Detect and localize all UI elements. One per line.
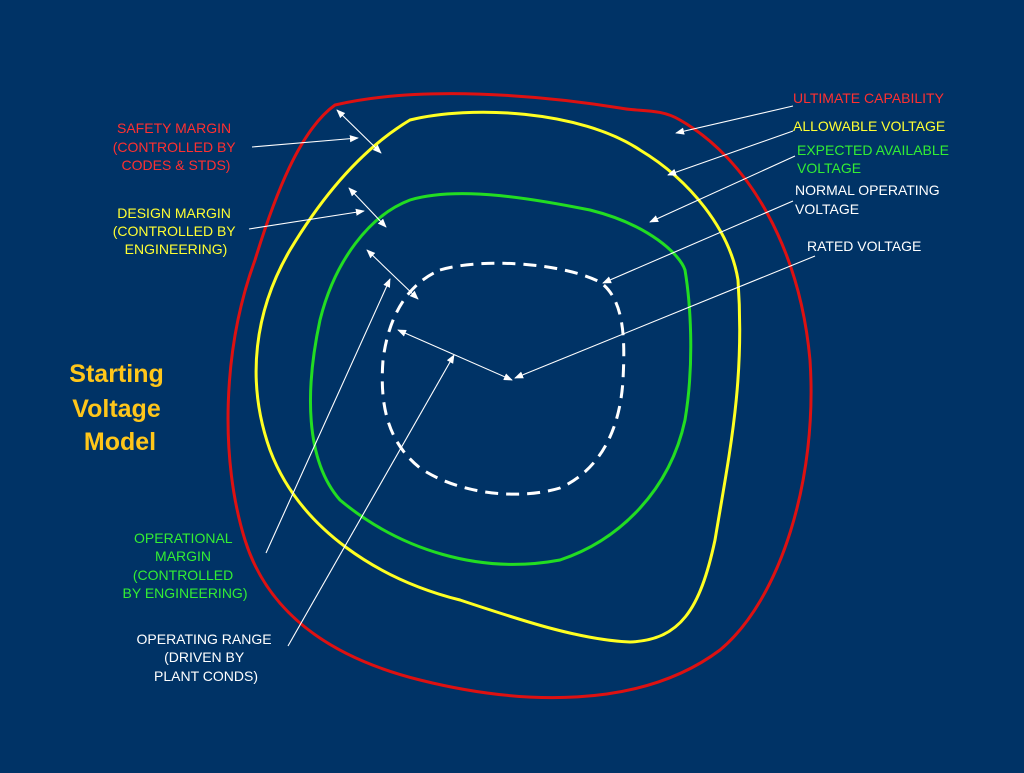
expected-available-voltage-boundary [309,192,693,566]
rated-voltage-leader [514,255,816,379]
operating-range-arrow [397,329,513,381]
allowable-voltage-boundary [254,110,742,644]
allowable-voltage-leader [667,130,794,176]
ultimate-capability-leader [675,105,794,135]
design-margin-label: DESIGN MARGIN (CONTROLLED BY ENGINEERING… [113,205,240,257]
operating-range-label: OPERATING RANGE (DRIVEN BY PLANT CONDS) [137,631,276,684]
design-margin-arrow [348,187,387,228]
safety-margin-label: SAFETY MARGIN (CONTROLLED BY CODES & STD… [113,120,240,173]
normal-operating-voltage-label: NORMAL OPERATING VOLTAGE [795,182,944,217]
operational-margin-arrow [366,249,419,300]
normal-operating-voltage-boundary [380,261,626,496]
expected-available-voltage-leader [649,155,796,223]
normal-operating-voltage-leader [602,200,794,284]
design-margin-leader [248,208,365,230]
operational-margin-label: OPERATIONAL MARGIN (CONTROLLED BY ENGINE… [123,530,248,601]
ultimate-capability-boundary [226,92,813,700]
safety-margin-leader [251,135,359,148]
operational-margin-leader [265,278,391,554]
expected-available-voltage-label: EXPECTED AVAILABLE VOLTAGE [797,142,953,176]
allowable-voltage-label: ALLOWABLE VOLTAGE [793,118,945,134]
rated-voltage-label: RATED VOLTAGE [807,238,921,254]
safety-margin-arrow [336,109,382,154]
ultimate-capability-label: ULTIMATE CAPABILITY [793,90,945,106]
operating-range-leader [287,354,455,647]
diagram-title: Starting Voltage Model [69,360,170,456]
